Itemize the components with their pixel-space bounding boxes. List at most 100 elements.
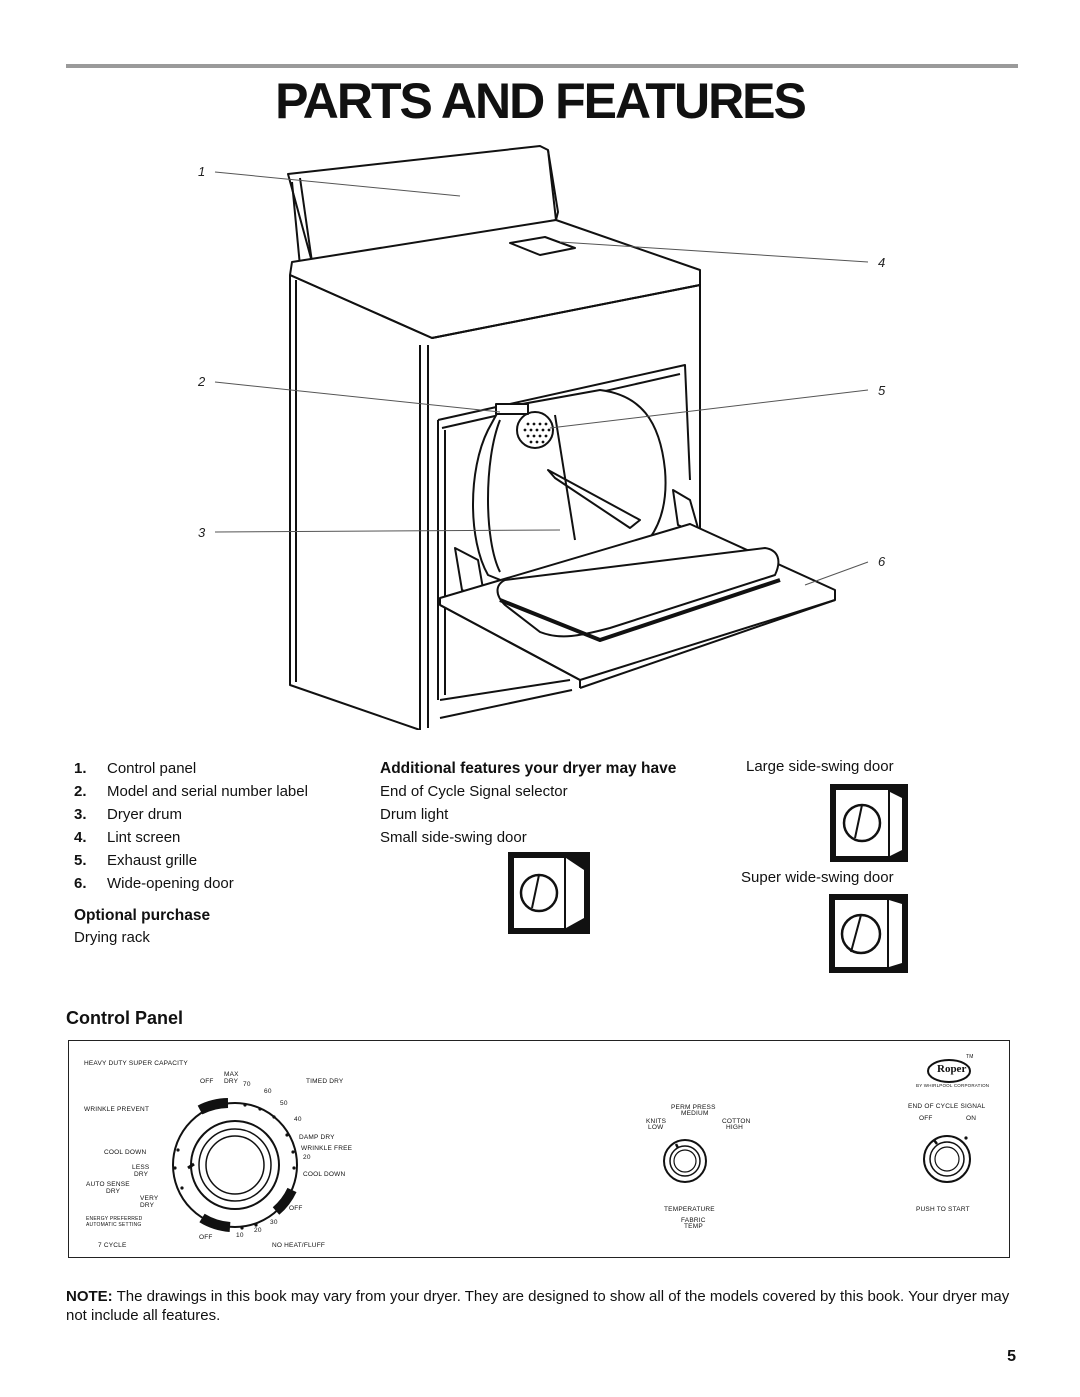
list-item: 4. Lint screen: [74, 826, 308, 849]
list-item: Small side-swing door: [380, 829, 527, 846]
label-60: 60: [264, 1088, 272, 1095]
signal-knob: [923, 1135, 971, 1183]
label-cotton: COTTON: [722, 1118, 751, 1125]
label-high: HIGH: [726, 1124, 744, 1131]
label-push-to-start: PUSH TO START: [916, 1206, 970, 1213]
label-20a: 20: [303, 1154, 311, 1161]
header-rule: [66, 64, 1018, 68]
label-7-cycle: 7 CYCLE: [98, 1242, 127, 1249]
label-cool-down-right: COOL DOWN: [303, 1171, 346, 1178]
list-item-label: Dryer drum: [107, 806, 183, 823]
label-signal-on: ON: [966, 1115, 977, 1122]
cycle-dial: [172, 1098, 298, 1232]
list-item-label: Wide-opening door: [107, 875, 234, 892]
label-automatic-setting: AUTOMATIC SETTING: [86, 1222, 142, 1228]
label-cool-down-left: COOL DOWN: [104, 1149, 147, 1156]
leader-6: [804, 561, 869, 586]
list-item: 1.Control panel: [74, 757, 308, 780]
list-item-number: 5.: [74, 852, 87, 869]
label-very-dry: DRY: [140, 1202, 155, 1209]
label-dry: DRY: [224, 1078, 239, 1085]
label-temperature: TEMPERATURE: [664, 1206, 715, 1213]
callout-3: 3: [198, 525, 206, 540]
label-timed-dry: TIMED DRY: [306, 1078, 344, 1085]
super-wide-swing-door-icon: [829, 894, 908, 973]
label-10: 10: [236, 1232, 244, 1239]
leader-1: [214, 171, 461, 197]
dryer-illustration: [214, 145, 869, 730]
optional-heading: Optional purchase: [74, 907, 211, 924]
label-energy-preferred: ENERGY PREFERRED: [86, 1216, 143, 1222]
callout-1: 1: [198, 164, 206, 179]
roper-logo: [927, 1059, 971, 1083]
callout-2: 2: [198, 374, 206, 389]
leader-5: [549, 389, 869, 429]
large-door-label: Large side-swing door: [746, 758, 894, 775]
list-item: End of Cycle Signal selector: [380, 783, 568, 800]
label-end-of-cycle: END OF CYCLE SIGNAL: [908, 1103, 986, 1110]
page-number: 5: [1007, 1348, 1016, 1365]
additional-features: Additional features your dryer may have …: [380, 757, 676, 849]
label-medium: MEDIUM: [681, 1110, 709, 1117]
label-max: MAX: [224, 1071, 239, 1078]
list-item-number: 6.: [74, 875, 87, 892]
label-less: LESS: [132, 1164, 150, 1171]
callout-4: 4: [878, 255, 886, 270]
brand-name: Roper: [937, 1063, 967, 1075]
leader-4: [559, 241, 869, 263]
label-off-right: OFF: [289, 1205, 303, 1212]
label-by-whirlpool: BY WHIRLPOOL CORPORATION: [916, 1083, 990, 1088]
note-label: NOTE:: [66, 1288, 113, 1305]
label-less-dry: DRY: [134, 1171, 149, 1178]
label-20b: 20: [254, 1227, 262, 1234]
label-knits: KNITS: [646, 1118, 667, 1125]
list-item: Drum light: [380, 806, 449, 823]
list-item-number: 4.: [74, 829, 87, 846]
callout-6: 6: [878, 554, 886, 569]
label-wrinkle-free: WRINKLE FREE: [301, 1145, 353, 1152]
list-item-label: Model and serial number label: [107, 783, 308, 800]
brand-tm: TM: [966, 1054, 974, 1060]
label-perm-press: PERM PRESS: [671, 1104, 716, 1111]
label-40: 40: [294, 1116, 302, 1123]
label-low: LOW: [648, 1124, 664, 1131]
label-fabric: FABRIC: [681, 1217, 706, 1224]
list-item: 2. Model and serial number label: [74, 780, 308, 803]
leader-2: [214, 381, 501, 413]
label-temp: TEMP: [684, 1223, 703, 1230]
page-title: Parts and Features: [0, 72, 1080, 130]
callout-5: 5: [878, 383, 886, 398]
label-off-bottom: OFF: [199, 1234, 213, 1241]
parts-list: 1.Control panel 2. Model and serial numbe…: [74, 757, 308, 895]
label-damp-dry: DAMP DRY: [299, 1134, 335, 1141]
label-wrinkle-prevent: WRINKLE PREVENT: [84, 1106, 150, 1113]
label-auto-sense-dry: DRY: [106, 1188, 121, 1195]
label-very: VERY: [140, 1195, 159, 1202]
list-item: 5.Exhaust grille: [74, 849, 308, 872]
temperature-knob: [663, 1139, 707, 1183]
optional-item: Drying rack: [74, 929, 150, 946]
list-item-number: 1.: [74, 760, 87, 777]
label-30: 30: [270, 1219, 278, 1226]
small-side-swing-door-icon: [508, 852, 590, 934]
additional-heading: Additional features your dryer may have: [380, 760, 677, 777]
list-item-label: Lint screen: [107, 829, 181, 846]
label-signal-off: OFF: [919, 1115, 933, 1122]
label-no-heat-fluff: NO HEAT/FLUFF: [272, 1242, 326, 1249]
control-panel-heading: Control Panel: [66, 1008, 184, 1028]
large-side-swing-door-icon: [830, 784, 908, 862]
list-item: 3. Dryer drum: [74, 803, 308, 826]
control-panel-diagram: [68, 1040, 1010, 1258]
list-item-number: 3.: [74, 806, 87, 823]
list-item-number: 2.: [74, 783, 87, 800]
super-wide-door-label: Super wide-swing door: [741, 869, 894, 886]
page-title-text: Parts and Features: [275, 73, 807, 129]
note-text: The drawings in this book may vary from …: [66, 1288, 1010, 1324]
leader-3: [214, 529, 561, 533]
label-70: 70: [243, 1081, 251, 1088]
label-heavy-duty: HEAVY DUTY SUPER CAPACITY: [84, 1060, 188, 1067]
list-item: 6. Wide-opening door: [74, 872, 308, 895]
label-off-top: OFF: [200, 1078, 214, 1085]
note-paragraph: NOTE: The drawings in this book may vary…: [66, 1287, 1016, 1325]
label-50: 50: [280, 1100, 288, 1107]
